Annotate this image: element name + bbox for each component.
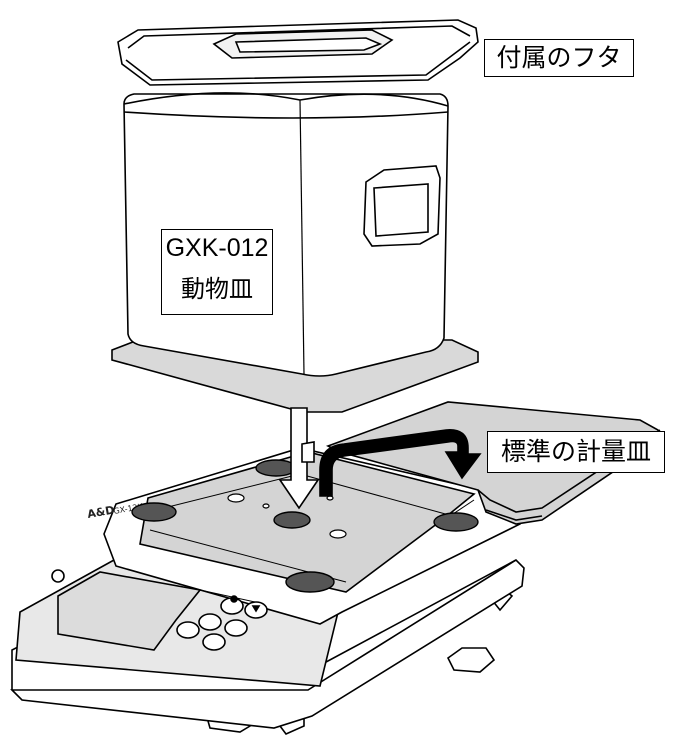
remove-arrow [319, 429, 482, 497]
animal-pan-label: GXK-012 動物皿 [161, 229, 273, 315]
balance [10, 447, 525, 735]
animal-pan-code: GXK-012 [165, 234, 269, 262]
rubber-pads [131, 459, 479, 593]
standard-pan-label: 標準の計量皿 [487, 431, 665, 473]
arrows [278, 407, 482, 510]
animal-pan-name: 動物皿 [181, 275, 253, 303]
key-mode [224, 619, 248, 637]
pad-center [273, 511, 311, 529]
lid [117, 19, 479, 86]
brand-logo: A&D [86, 503, 115, 521]
lid-label: 付属のフタ [484, 39, 634, 77]
place-arrow [278, 407, 320, 510]
key-re-zero [202, 633, 226, 651]
pad [255, 459, 297, 477]
pad [285, 571, 335, 593]
key-sample [176, 621, 200, 639]
key-print [198, 613, 222, 631]
pad [433, 512, 479, 532]
pad [131, 502, 177, 522]
leveling-foot [446, 647, 496, 673]
